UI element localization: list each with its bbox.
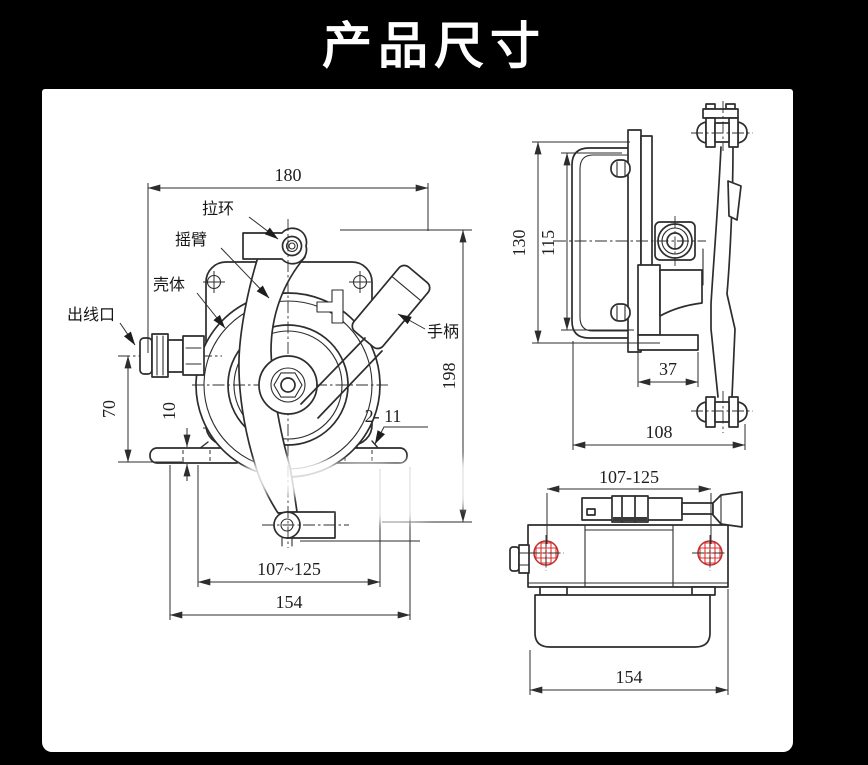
- top-cover: [534, 594, 711, 648]
- front-hub: [258, 355, 318, 415]
- side-view: 130 115 37 108: [509, 101, 753, 450]
- watermark: [240, 456, 506, 523]
- side-top-roller: [691, 101, 753, 151]
- front-part-labels: 拉环 摇臂 壳体 出线口 手柄: [67, 199, 459, 346]
- dim-side-flange-width: 37: [659, 359, 677, 379]
- side-screws: [610, 159, 631, 322]
- front-view: 180 198 70 10 107~125: [67, 165, 472, 620]
- dim-front-slot-span: 107~125: [257, 559, 321, 579]
- front-t-slot: [316, 289, 344, 324]
- label-wire-outlet: 出线口: [67, 305, 115, 324]
- dim-top-width: 154: [616, 667, 643, 687]
- side-housing-dome: [571, 147, 642, 339]
- dim-side-height: 130: [509, 230, 529, 257]
- front-handle-lever: [300, 337, 366, 405]
- side-lever-arm: [710, 146, 722, 398]
- dim-front-holes-note: 2- 11: [365, 406, 402, 426]
- dim-side-inner-height: 115: [538, 230, 558, 256]
- side-arm-wedge: [727, 180, 742, 221]
- side-guide-block: [637, 264, 661, 336]
- side-dimensions: 130 115 37 108: [509, 141, 746, 450]
- label-handle: 手柄: [427, 322, 459, 341]
- side-bottom-roller: [691, 391, 753, 433]
- top-cable-gland: [509, 544, 530, 574]
- dim-front-outlet-height: 70: [99, 400, 119, 418]
- page-title: 产品尺寸: [322, 17, 546, 75]
- dim-front-base-width: 154: [276, 592, 303, 612]
- dim-side-depth: 108: [646, 422, 673, 442]
- drawing-panel: 180 198 70 10 107~125: [42, 89, 793, 752]
- dim-top-slot-span: 107-125: [599, 467, 659, 487]
- front-cable-gland: [118, 333, 222, 378]
- top-handle-knob: [712, 491, 743, 528]
- front-dimensions: 180 198 70 10 107~125: [99, 165, 472, 620]
- label-housing: 壳体: [153, 275, 185, 294]
- label-pull-ring: 拉环: [202, 199, 234, 218]
- top-view: 107-125 154: [509, 467, 743, 695]
- label-rocker-arm: 摇臂: [175, 230, 207, 249]
- top-dimensions: 107-125 154: [529, 467, 729, 695]
- dim-front-height: 198: [439, 363, 459, 390]
- top-body: [527, 524, 729, 588]
- technical-drawing-svg: 180 198 70 10 107~125: [67, 101, 753, 695]
- dim-front-width: 180: [275, 165, 302, 185]
- top-clamp: [581, 491, 743, 528]
- side-cam: [659, 269, 703, 317]
- dim-front-foot-thickness: 10: [159, 402, 179, 420]
